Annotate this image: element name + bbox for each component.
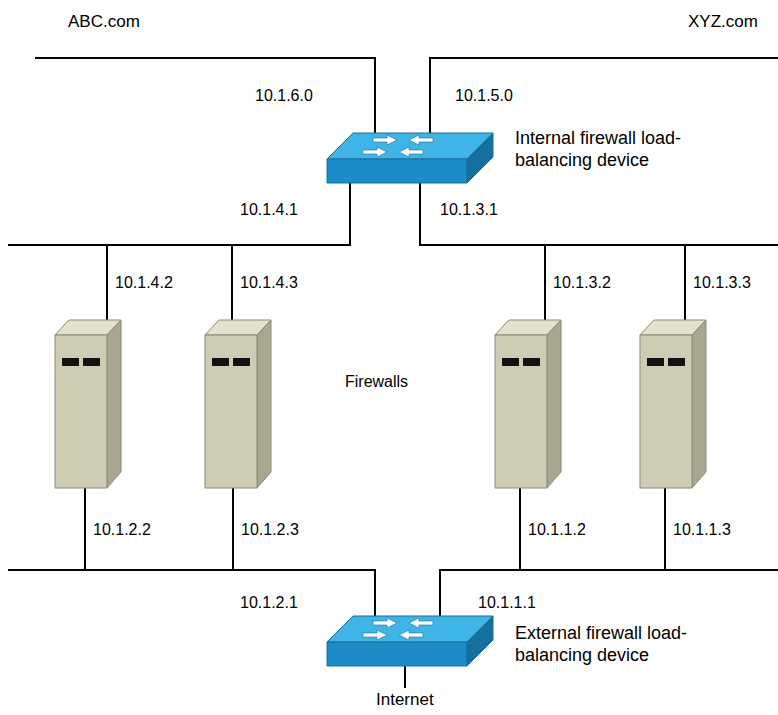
drive-slot xyxy=(62,358,79,366)
switch-arrow xyxy=(399,147,423,157)
drive-slot xyxy=(523,358,540,366)
switch-side xyxy=(467,616,493,666)
drive-slot xyxy=(212,358,229,366)
firewall-server xyxy=(495,320,561,488)
switch-icon xyxy=(325,125,495,187)
group-label: Firewalls xyxy=(345,372,408,391)
wan-wire xyxy=(84,480,86,570)
ip-address: 10.1.2.2 xyxy=(93,520,151,539)
ip-address: 10.1.6.0 xyxy=(255,86,313,105)
xyz-wire xyxy=(430,58,778,140)
ip-address: 10.1.4.3 xyxy=(240,273,298,292)
wan-wire xyxy=(519,480,521,570)
switch-arrow xyxy=(363,630,387,640)
switch-device: External firewall load-balancing device xyxy=(325,608,495,670)
device-caption: External firewall load-balancing device xyxy=(515,622,730,666)
firewall-server xyxy=(55,320,121,488)
domain-label: ABC.com xyxy=(68,12,140,31)
drive-slot xyxy=(83,358,100,366)
server-front xyxy=(640,335,692,488)
ip-address: 10.1.3.2 xyxy=(553,273,611,292)
switch-front xyxy=(327,159,467,183)
lan-wire xyxy=(106,245,108,325)
ip-address: 10.1.1.1 xyxy=(478,593,536,612)
lan-wire xyxy=(684,245,686,325)
ip-address: 10.1.4.1 xyxy=(240,200,298,219)
server-front xyxy=(205,335,257,488)
switch-top xyxy=(327,133,493,159)
ip-address: 10.1.2.3 xyxy=(241,520,299,539)
ip-address: 10.1.4.2 xyxy=(115,273,173,292)
network-label: Internet xyxy=(376,690,434,709)
switch-side xyxy=(467,133,493,183)
switch-arrow xyxy=(399,630,423,640)
wan-wire xyxy=(664,480,666,570)
firewall-server xyxy=(205,320,271,488)
switch-device: Internal firewall load-balancing device xyxy=(325,125,495,187)
drive-slot xyxy=(668,358,685,366)
ip-address: 10.1.3.3 xyxy=(693,273,751,292)
switch-arrow xyxy=(409,618,433,628)
network-wires xyxy=(8,58,778,688)
ip-address: 10.1.1.2 xyxy=(528,520,586,539)
switch-top xyxy=(327,616,493,642)
ip-address: 10.1.3.1 xyxy=(440,200,498,219)
switch-arrow xyxy=(409,135,433,145)
drive-slot xyxy=(502,358,519,366)
domain-label: XYZ.com xyxy=(688,12,758,31)
switch-arrow xyxy=(363,147,387,157)
firewall-servers xyxy=(55,320,706,488)
device-caption: Internal firewall load-balancing device xyxy=(515,127,730,171)
server-side xyxy=(692,320,706,488)
ip-address: 10.1.5.0 xyxy=(455,86,513,105)
ip-address: 10.1.1.3 xyxy=(673,520,731,539)
abc-wire xyxy=(35,58,375,140)
server-side xyxy=(257,320,271,488)
server-side xyxy=(547,320,561,488)
server-front xyxy=(55,335,107,488)
switch-icon xyxy=(325,608,495,670)
wan-wire xyxy=(232,480,234,570)
firewall-server xyxy=(640,320,706,488)
server-front xyxy=(495,335,547,488)
lan-wire xyxy=(420,180,778,245)
server-side xyxy=(107,320,121,488)
drive-slot xyxy=(647,358,664,366)
lan-wire xyxy=(544,245,546,325)
lan-wire xyxy=(231,245,233,325)
ip-address: 10.1.2.1 xyxy=(240,593,298,612)
lan-wire xyxy=(8,180,350,245)
switch-front xyxy=(327,642,467,666)
drive-slot xyxy=(233,358,250,366)
switch-arrow xyxy=(373,135,397,145)
wan-wire xyxy=(8,570,375,625)
switch-arrow xyxy=(373,618,397,628)
